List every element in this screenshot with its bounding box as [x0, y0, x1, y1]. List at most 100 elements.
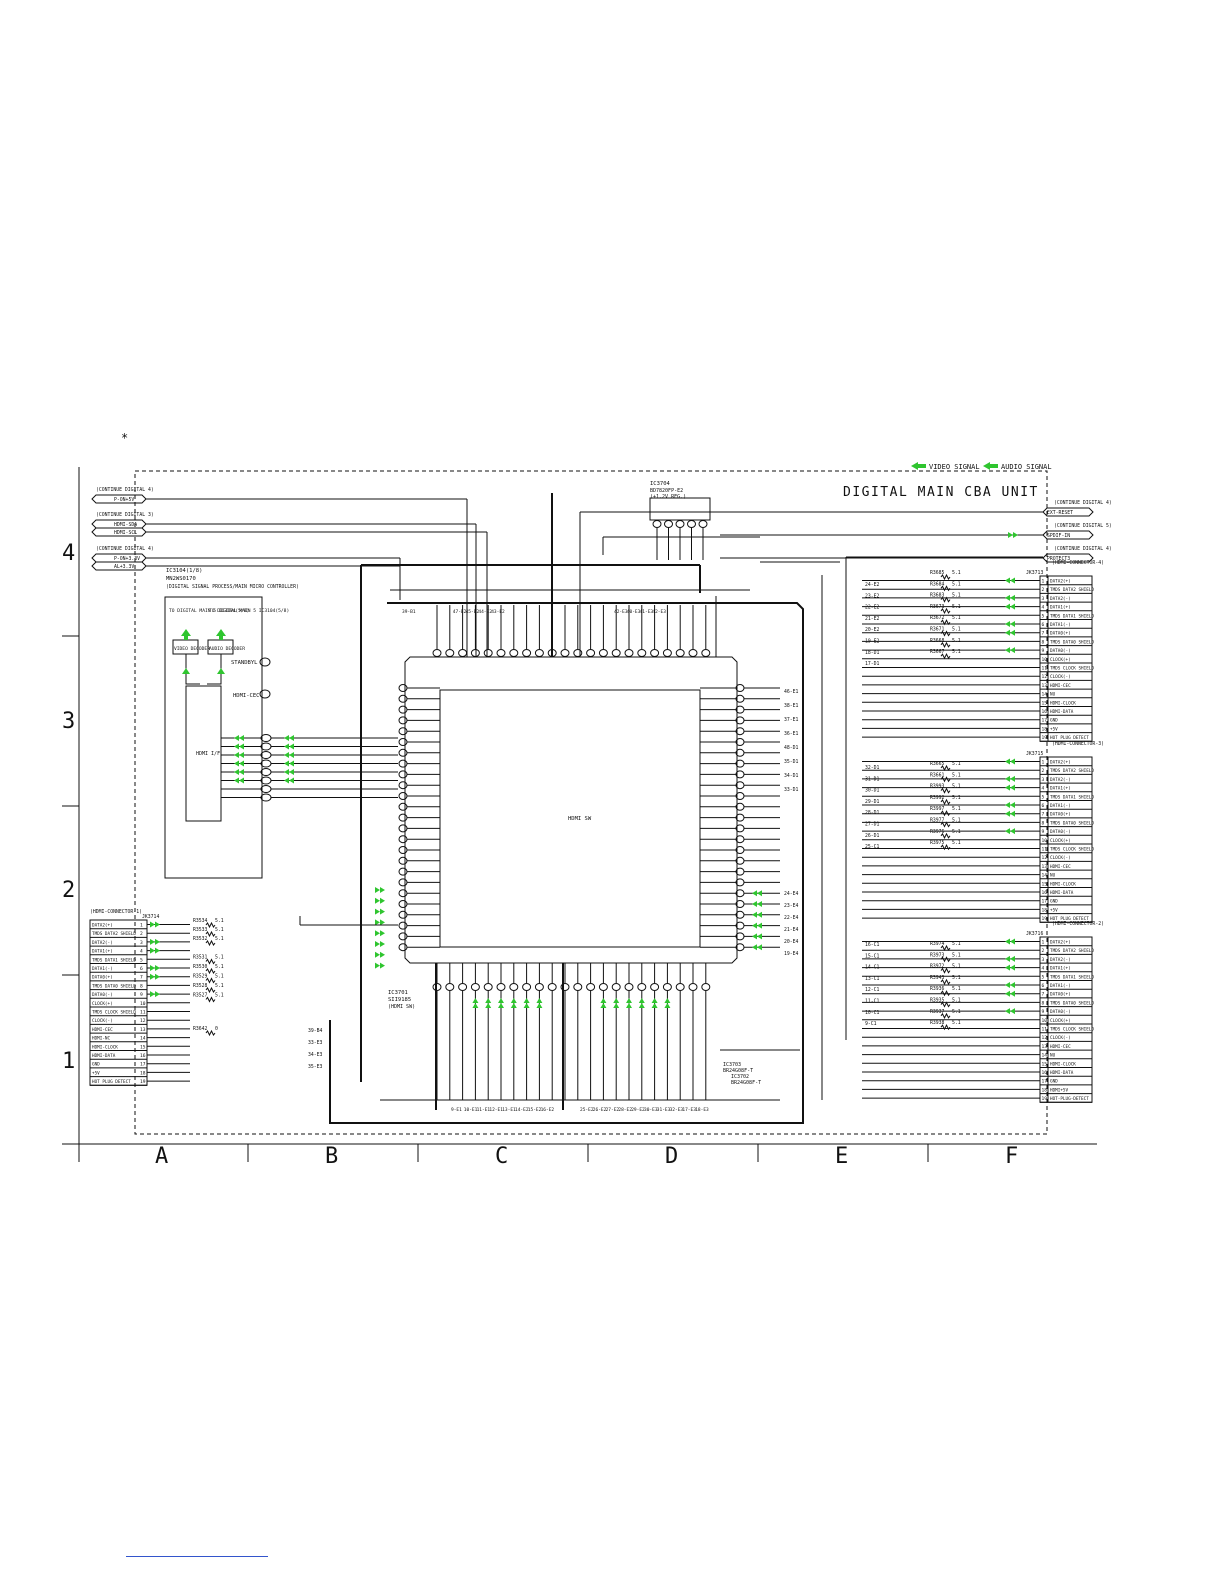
resistor-symbol	[205, 986, 216, 994]
cross-ref: 35-E3	[308, 1064, 323, 1070]
connector-ref: JK3715	[1026, 751, 1043, 757]
connector-pin-number: 4	[1042, 605, 1045, 611]
legend-video: VIDEO SIGNAL	[929, 463, 980, 471]
legend-audio: AUDIO SIGNAL	[1001, 463, 1052, 471]
left-signal-arrow-icon	[375, 887, 385, 893]
connector-pin-label: HDMI-CEC	[1050, 864, 1071, 870]
ic-pin	[534, 983, 544, 991]
page-link-underline[interactable]	[126, 1556, 268, 1557]
connector-pin-number: 5	[1042, 974, 1045, 980]
hdmi-signal-arrow-icon	[234, 735, 244, 741]
cross-ref: 13-C1	[865, 976, 880, 982]
resistor-ref: R3532	[193, 936, 208, 942]
bottom-signal-arrow-icon	[664, 998, 671, 1008]
signal-note: (CONTINUE DIGITAL 5)	[1054, 523, 1112, 529]
connector-pin-label: HDMI-CLOCK	[92, 1044, 118, 1050]
connector-pin-number: 10	[1042, 838, 1048, 844]
connector-pin-number: 3	[1042, 957, 1045, 963]
connector-pin-number: 18	[1042, 726, 1048, 732]
cross-ref: 47-E2	[453, 609, 467, 615]
connector-pin-number: 1	[140, 923, 143, 929]
connector-pin-number: 7	[1042, 812, 1045, 818]
cross-ref: 12-E1	[489, 1107, 503, 1113]
resistor-value: 5.1	[952, 964, 961, 970]
cross-ref: 42-E3	[614, 609, 628, 615]
connector-pin-label: HOT-PLUG-DETECT	[1050, 1096, 1089, 1102]
hdmi-signal-arrow-icon	[234, 769, 244, 775]
resistor-symbol	[205, 930, 216, 938]
signal-label: HDMI-SDA	[114, 522, 137, 528]
ic-pin	[398, 716, 408, 725]
cross-ref: 30-D1	[865, 788, 880, 794]
connector-pin-number: 13	[140, 1027, 146, 1033]
cross-ref: 24-E4	[784, 891, 799, 897]
connector-pin-number: 15	[1042, 1061, 1048, 1067]
resistor-symbol	[940, 944, 951, 952]
ic-pin	[586, 983, 596, 991]
resistor-value: 5.1	[952, 840, 961, 846]
resistor-ref: R3684	[930, 581, 945, 587]
connector-pin-number: 6	[1042, 803, 1045, 809]
connector-pin-label: DATA2(+)	[1050, 760, 1071, 766]
connector-pin-number: 5	[1042, 794, 1045, 800]
cross-ref: 10-E1	[464, 1107, 478, 1113]
resistor-symbol	[940, 619, 951, 626]
hdmi-signal-arrow-icon	[234, 760, 244, 767]
connector-signal-arrow-icon	[1005, 621, 1015, 627]
connector-pin-number: 14	[140, 1036, 146, 1042]
board-outline	[134, 470, 1048, 1135]
connector-pin-label: DATA0(-)	[1050, 829, 1071, 835]
resistor-symbol	[205, 921, 216, 929]
ic-pin	[573, 649, 583, 657]
connector-pin-number: 11	[1042, 666, 1048, 672]
resistor-ref: R3668	[930, 638, 945, 644]
connector-pin-number: 15	[140, 1044, 146, 1050]
connector-signal-arrow-icon	[1005, 577, 1015, 584]
connector-pin-label: HDMI-CEC	[92, 1027, 113, 1033]
connector-pin-label: HDMI-DATA	[1050, 1070, 1074, 1076]
connector-ref: JK3713	[1026, 570, 1043, 576]
connector-pin-label: DATA0(-)	[1050, 648, 1071, 654]
ic-pin	[398, 867, 408, 876]
resistor-value: 5.1	[215, 927, 224, 933]
resistor-ref: R3685	[930, 570, 945, 576]
ic-pin	[560, 983, 570, 991]
resistor-value: 5.1	[952, 581, 961, 587]
connector-pin-number: 16	[1042, 1070, 1048, 1076]
power-rail-b	[329, 602, 804, 1124]
connector-pin-number: 12	[140, 1018, 146, 1024]
connector-pin-number: 1	[1042, 579, 1045, 585]
left-signal-arrow-icon	[375, 919, 385, 926]
spdif-arrow-icon	[1008, 532, 1018, 538]
offpage-connector	[1042, 530, 1094, 540]
ic-pin	[483, 983, 493, 991]
connector-pin-number: 12	[1042, 855, 1048, 861]
resistor-value: 5.1	[952, 761, 961, 767]
cross-ref: 26-E2	[593, 1107, 607, 1113]
connector-pin-number: 9	[140, 992, 143, 998]
resistor-value: 5.1	[952, 615, 961, 621]
connector-pin-number: 11	[140, 1010, 146, 1016]
resistor-value: 5.1	[952, 1020, 961, 1026]
connector-signal-arrow-icon	[1005, 594, 1015, 601]
connector-pin-number: 16	[1042, 709, 1048, 715]
connector-pin-label: DATA1(-)	[1050, 622, 1071, 628]
bottom-signal-arrow-icon	[472, 998, 479, 1008]
ic-pin	[398, 889, 408, 898]
connector-signal-arrow-icon	[150, 973, 160, 980]
connector-pin-number: 14	[1042, 1053, 1048, 1059]
connector-pin-number: 16	[1042, 890, 1048, 896]
right-signal-arrow-icon	[752, 890, 762, 897]
resistor-symbol	[940, 776, 951, 783]
resistor-value: 5.1	[215, 936, 224, 942]
legend: VIDEO SIGNAL AUDIO SIGNAL	[911, 462, 1052, 471]
cross-ref: 17-E3	[682, 1107, 696, 1113]
cross-ref: 20-E4	[784, 939, 799, 945]
connector-signal-arrow-icon	[1005, 629, 1015, 636]
ic-pin	[650, 649, 660, 657]
resistor-ref: R3974	[930, 941, 945, 947]
connector-pin-number: 6	[1042, 983, 1045, 989]
connector-pin-number: 19	[1042, 916, 1048, 922]
connector-pin-label: TMDS DATA0 SHIELD	[1050, 820, 1094, 826]
ic-pin	[522, 983, 532, 991]
